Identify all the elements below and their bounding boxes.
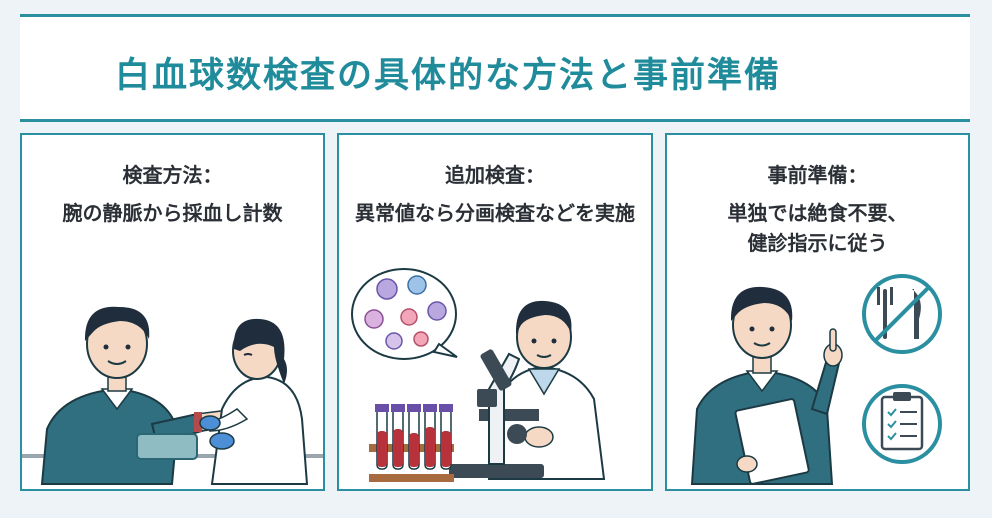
microscope-illustration: [351, 268, 606, 482]
blood-draw-illustration: [22, 306, 323, 485]
panel-description-line-1: 単独では絶食不要、: [727, 201, 908, 225]
panel-preparation: 事前準備： 単独では絶食不要、 健診指示に従う: [665, 133, 970, 491]
panel-heading: 追加検査：: [445, 163, 545, 187]
no-food-icon: [862, 274, 942, 354]
patient-figure: [40, 306, 241, 485]
title-banner: 白血球数検査の具体的な方法と事前準備: [20, 14, 970, 122]
microscope: [449, 349, 544, 478]
panel-description-line-2: 健診指示に従う: [747, 231, 888, 255]
test-tube-rack: [369, 404, 454, 482]
clipboard-checklist-icon: [862, 384, 942, 464]
panel-additional-test: 追加検査： 異常値なら分画検査などを実施: [337, 133, 653, 491]
panel-description: 腕の静脈から採血し計数: [62, 201, 283, 225]
nurse-figure: [199, 318, 309, 485]
page-title: 白血球数検査の具体的な方法と事前準備: [115, 56, 782, 96]
scientist-figure: [487, 300, 606, 480]
preparation-illustration: [690, 274, 942, 485]
panel-heading: 事前準備：: [767, 163, 868, 187]
panel-heading: 検査方法：: [122, 163, 223, 187]
clipboard-in-hand: [734, 398, 810, 485]
panel-description: 異常値なら分画検査などを実施: [355, 201, 635, 225]
panel-test-method: 検査方法： 腕の静脈から採血し計数: [20, 133, 325, 491]
blood-cells-bubble: [351, 268, 458, 360]
